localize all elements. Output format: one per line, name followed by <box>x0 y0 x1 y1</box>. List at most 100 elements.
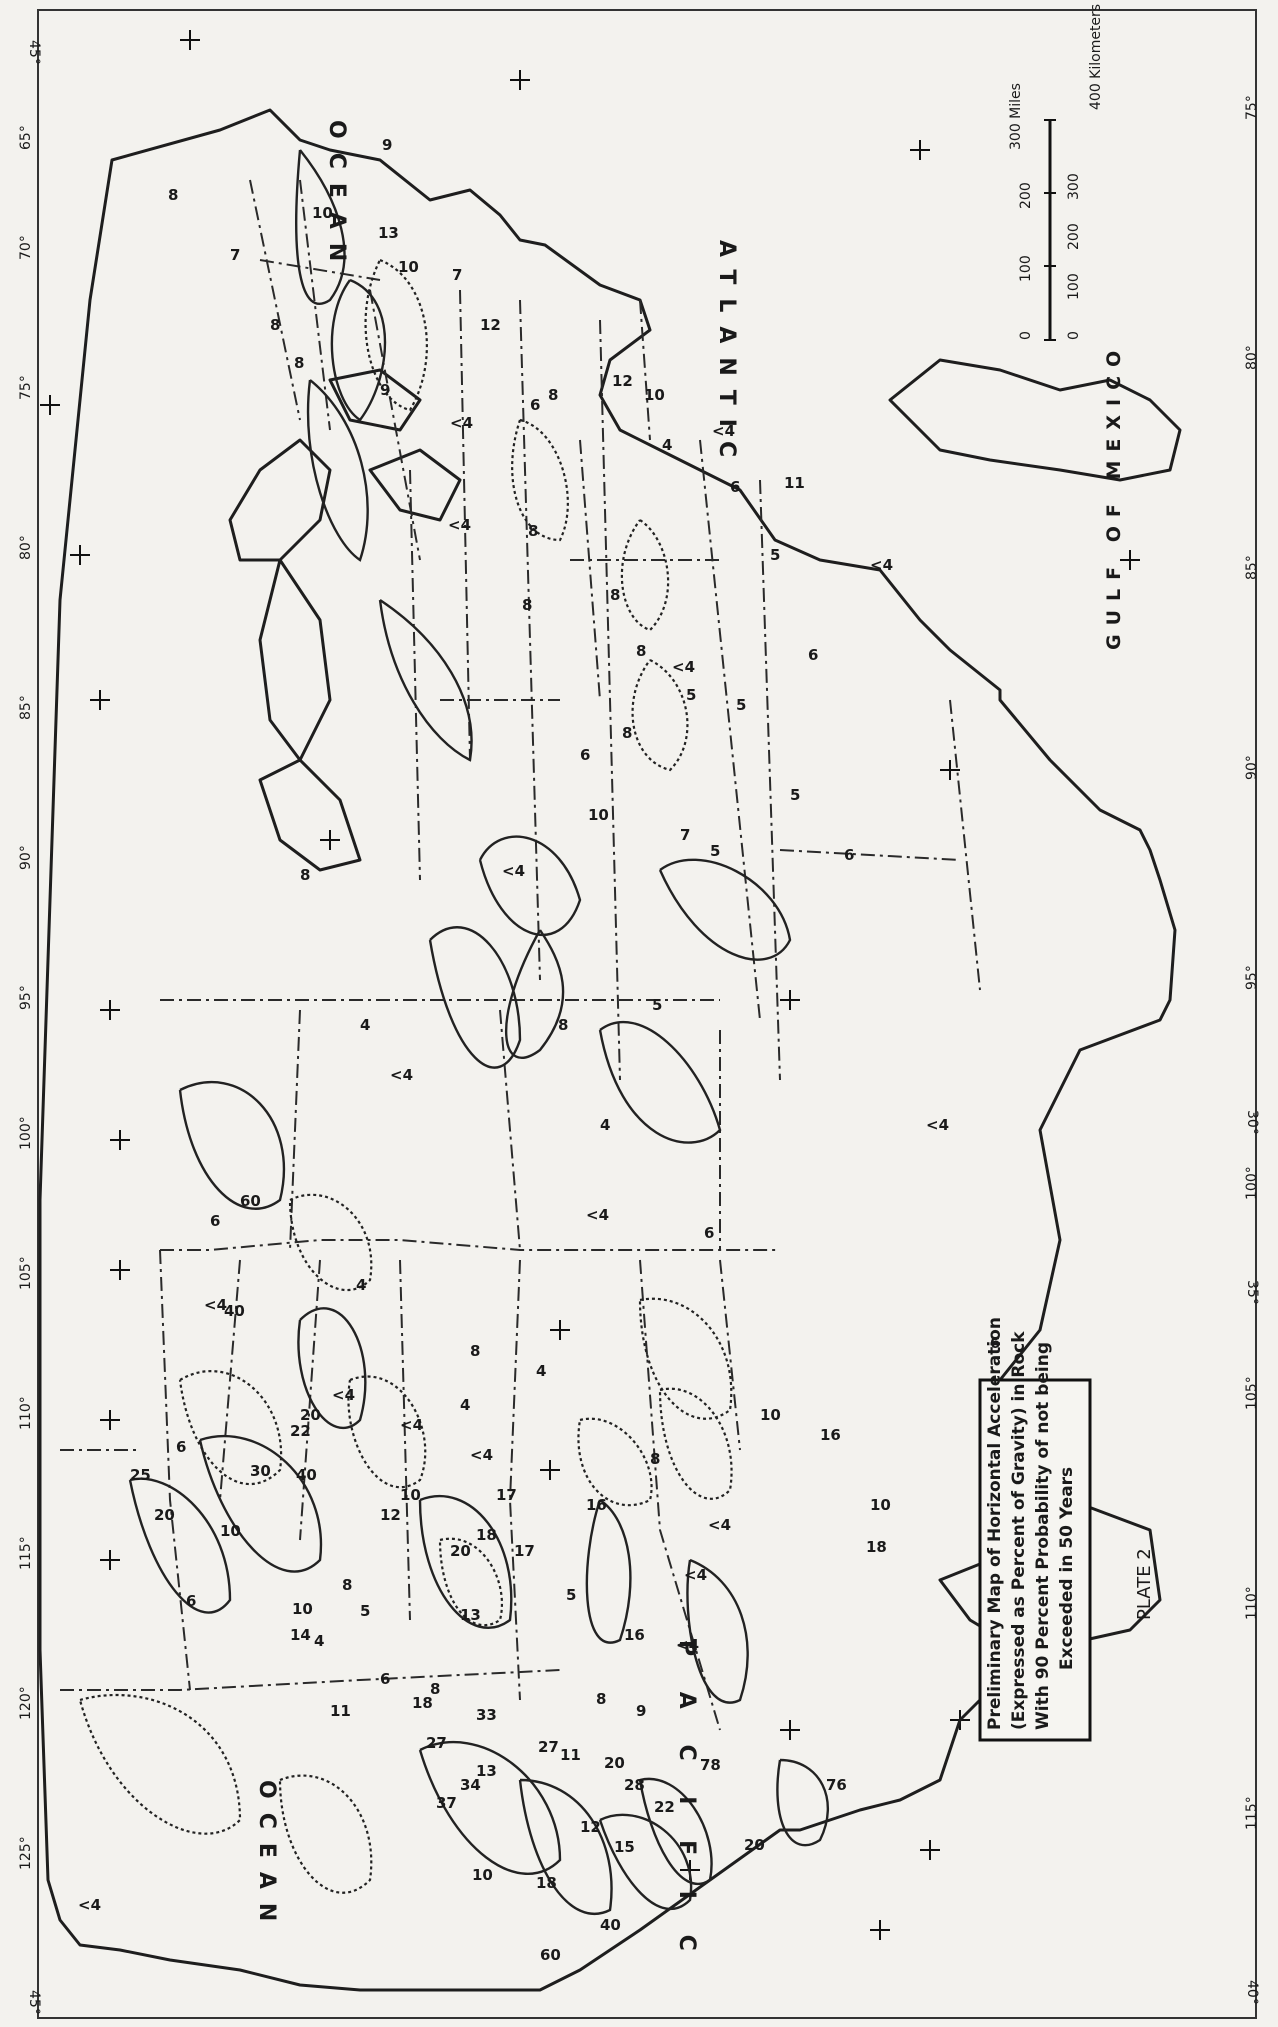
contour-value: 40 <box>600 1916 621 1934</box>
contour-value: 5 <box>790 786 800 804</box>
longitude-label: 120° <box>18 1686 34 1720</box>
contour-value: 60 <box>240 1192 261 1210</box>
atlantic-ocean-label: OCEAN <box>324 120 349 275</box>
contour-value: 9 <box>636 1702 646 1720</box>
longitude-label: 90° <box>18 845 34 870</box>
contour-value: 8 <box>522 596 532 614</box>
contour-value: 8 <box>636 642 646 660</box>
contour-value: 6 <box>730 478 740 496</box>
contour-value: 6 <box>210 1212 220 1230</box>
longitude-label: 115° <box>18 1536 34 1570</box>
contour-value: 25 <box>130 1466 151 1484</box>
contour-value: 30 <box>250 1462 271 1480</box>
contour-value: 6 <box>990 1334 1000 1352</box>
contour-value: 33 <box>476 1706 497 1724</box>
contour-value: 10 <box>760 1406 781 1424</box>
latitude-label: 30° <box>1244 1110 1260 1135</box>
contour-value: <4 <box>78 1896 101 1914</box>
contour-value: 4 <box>536 1362 546 1380</box>
contour-value: 16 <box>586 1496 607 1514</box>
contour-value: 5 <box>710 842 720 860</box>
longitude-label: 90° <box>1244 755 1260 780</box>
graticule-crosses <box>40 30 1140 1940</box>
scale-km-tick: 0 <box>1066 331 1082 340</box>
top-longitude-labels: 65° 70° 75° 80° 85° 90° 95° 100° 105° 11… <box>18 125 34 1870</box>
contour-value: 4 <box>460 1396 470 1414</box>
contour-value: 78 <box>700 1756 721 1774</box>
contour-value: <4 <box>870 556 893 574</box>
contour-value: 20 <box>300 1406 321 1424</box>
contour-value: 8 <box>168 186 178 204</box>
pacific-label: P A C I F I C <box>674 1640 699 1965</box>
longitude-label: 110° <box>18 1396 34 1430</box>
contour-value: 12 <box>380 1506 401 1524</box>
contour-value: 6 <box>580 746 590 764</box>
contour-value: 5 <box>770 546 780 564</box>
contour-value: 10 <box>398 258 419 276</box>
contour-value: 8 <box>300 866 310 884</box>
atlantic-label: ATLANTIC <box>714 240 739 471</box>
longitude-label: 85° <box>18 695 34 720</box>
latitude-label: 45° <box>26 1990 42 2015</box>
scale-miles-tick: 100 <box>1018 255 1034 282</box>
bottom-longitude-labels: 75° 80° 85° 90° 95° 100° 105° 110° 115° <box>1244 95 1260 1830</box>
state-borders <box>60 179 981 1731</box>
contour-value: 7 <box>230 246 240 264</box>
contour-value: 8 <box>596 1690 606 1708</box>
contour-value: <4 <box>400 1416 423 1434</box>
latitude-label: 45° <box>26 40 42 65</box>
contour-value: 8 <box>430 1680 440 1698</box>
longitude-label: 105° <box>1244 1376 1260 1410</box>
hatched-contours <box>78 258 733 1894</box>
contour-value: 27 <box>538 1738 559 1756</box>
contour-value: <4 <box>672 658 695 676</box>
scale-miles-tick: 0 <box>1018 331 1034 340</box>
contour-value: 12 <box>580 1818 601 1836</box>
map-title-box: Preliminary Map of Horizontal Accelerati… <box>978 1317 1092 1742</box>
contour-value: 20 <box>450 1542 471 1560</box>
contour-value: 8 <box>294 354 304 372</box>
contour-value: <4 <box>926 1116 949 1134</box>
contour-value: 4 <box>600 1116 610 1134</box>
contour-value: 13 <box>476 1762 497 1780</box>
contour-value: 6 <box>808 646 818 664</box>
title-line: With 90 Percent Probability of not being <box>1033 1342 1053 1730</box>
contour-value: 22 <box>290 1422 311 1440</box>
contour-value: 12 <box>612 372 633 390</box>
contour-value: 76 <box>826 1776 847 1794</box>
contour-value: 20 <box>744 1836 765 1854</box>
contour-value: 10 <box>472 1866 493 1884</box>
longitude-label: 95° <box>18 985 34 1010</box>
latitude-label: 35° <box>1244 1280 1260 1305</box>
contour-value: 14 <box>290 1626 311 1644</box>
longitude-label: 95° <box>1244 965 1260 990</box>
contour-value: 6 <box>380 1670 390 1688</box>
contour-value: <4 <box>676 1636 699 1654</box>
contour-value: 12 <box>480 316 501 334</box>
contours <box>128 149 830 1916</box>
contour-value: 16 <box>820 1426 841 1444</box>
contour-value: 37 <box>436 1794 457 1812</box>
contour-value: 7 <box>680 826 690 844</box>
scale-km-tick: 200 <box>1066 223 1082 250</box>
contour-value: 13 <box>460 1606 481 1624</box>
contour-value: 4 <box>314 1632 324 1650</box>
contour-value: 6 <box>844 846 854 864</box>
contour-value: 9 <box>382 136 392 154</box>
contour-value: <4 <box>332 1386 355 1404</box>
contour-value: 13 <box>378 224 399 242</box>
contour-value: <4 <box>708 1516 731 1534</box>
contour-value: 20 <box>154 1506 175 1524</box>
longitude-label: 65° <box>18 125 34 150</box>
contour-value: 40 <box>224 1302 245 1320</box>
contour-value: 15 <box>614 1838 635 1856</box>
contour-value: 5 <box>686 686 696 704</box>
contour-value: 4 <box>662 436 672 454</box>
contour-value: 8 <box>558 1016 568 1034</box>
contour-value: <4 <box>390 1066 413 1084</box>
contour-value: 10 <box>220 1522 241 1540</box>
contour-value: 6 <box>176 1438 186 1456</box>
contour-value: 7 <box>452 266 462 284</box>
contour-value: 18 <box>476 1526 497 1544</box>
